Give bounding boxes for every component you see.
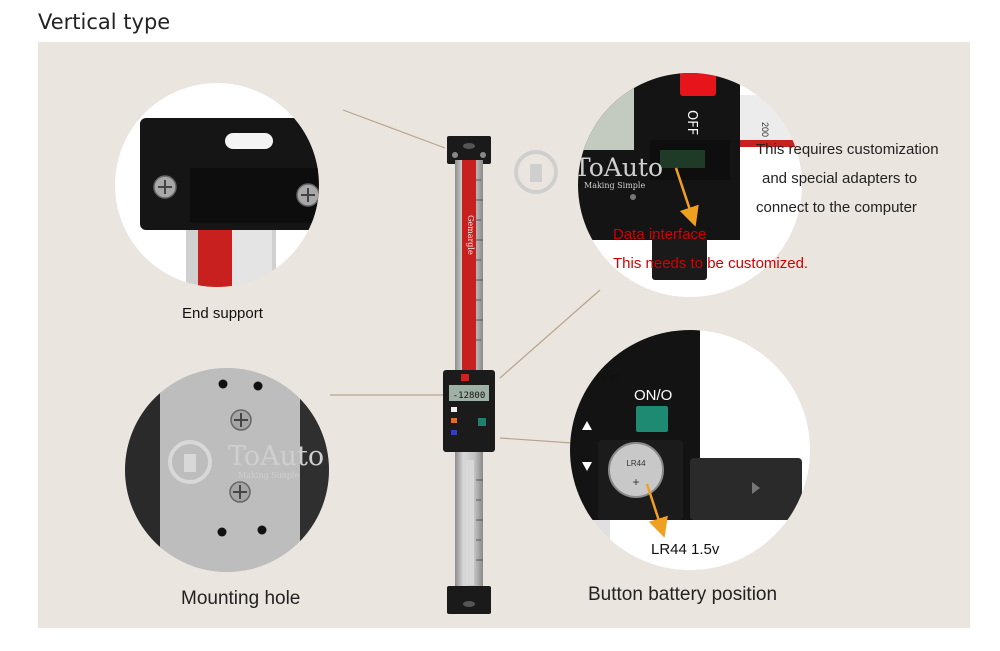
ruler-brand-text: Gemargle [466,215,475,255]
watermark-tagline: Making Simple [238,471,299,480]
scale-mark: 200 [760,122,770,137]
custom-note-line-2: and special adapters to [762,170,918,187]
battery-detail: n/in ON/O LR44 + 20 [570,330,810,570]
ruler-display-reading: -12800 [453,391,486,401]
cell-marking: LR44 [626,459,646,468]
onoff-button-label: ON/O [634,387,672,404]
unit-label: n/in [596,369,620,386]
watermark-brand: ToAuto [228,441,324,472]
vertical-ruler: Gemargle -12800 [443,136,495,614]
custom-note-line-3: connect to the computer [756,199,917,216]
end-support-label: End support [182,305,263,322]
scale-mark-low: 20 [590,534,600,544]
end-support-detail [115,83,319,287]
data-interface-arrow [674,167,699,227]
leader-lines [330,109,601,444]
mounting-hole-detail: ToAuto Making Simple [125,368,329,572]
data-interface-detail: OFF 200 ToAuto Making Simple [514,73,802,297]
watermark-brand-2: ToAuto [574,153,663,182]
mounting-hole-label: Mounting hole [181,588,301,609]
watermark-tagline-2: Making Simple [584,181,645,190]
battery-arrow [645,483,668,538]
battery-spec: LR44 1.5v [651,541,720,558]
data-interface-note: This needs to be customized. [613,255,809,272]
data-interface-title: Data interface [613,226,707,243]
page-title: Vertical type [38,10,171,34]
custom-note-line-1: This requires customization [756,141,939,158]
off-switch-label: OFF [684,110,699,135]
cell-sign: + [632,475,639,489]
battery-position-label: Button battery position [588,584,778,605]
